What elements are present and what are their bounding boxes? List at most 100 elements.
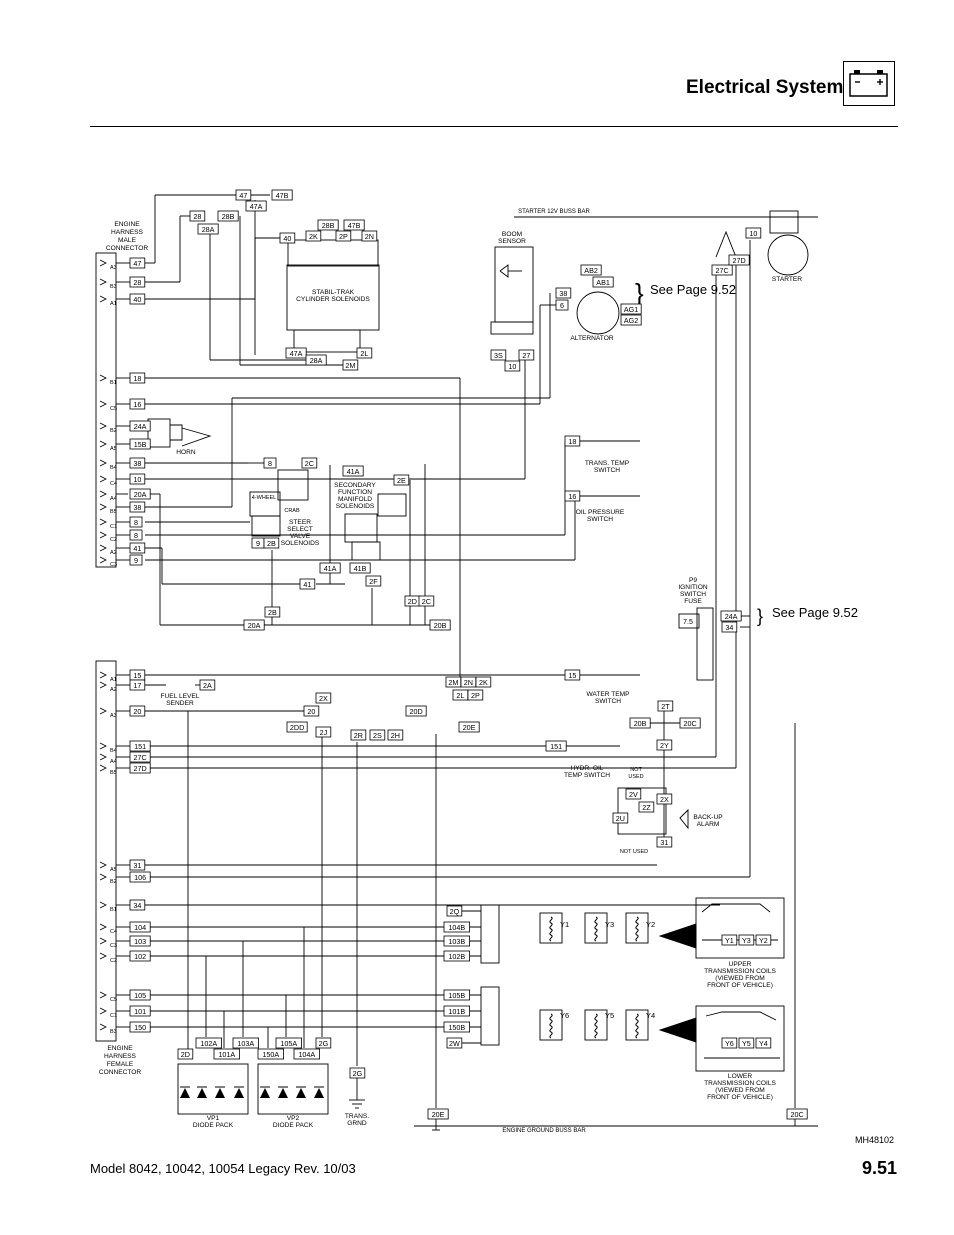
wire-tag: 2N	[460, 676, 477, 688]
male-pin-label: B1	[110, 380, 117, 386]
svg-text:Y3: Y3	[742, 936, 751, 945]
secondary-label-2: MANIFOLD	[338, 496, 372, 503]
lower-coil-pic-label: Y6	[721, 1037, 738, 1049]
wire-tag: 103B	[443, 935, 471, 947]
male-pin-marker	[99, 374, 107, 382]
wire-tag: 38	[555, 287, 572, 299]
female-wire-tag: 150	[129, 1021, 151, 1033]
svg-text:8: 8	[268, 459, 272, 468]
lower-coil-label: Y6	[560, 1011, 569, 1020]
vp1-label-1: DIODE PACK	[193, 1122, 234, 1129]
svg-text:101B: 101B	[448, 1007, 465, 1016]
male-pin-marker	[99, 556, 107, 564]
crab-label: CRAB	[284, 508, 300, 514]
svg-text:16: 16	[568, 492, 576, 501]
wire-tag: 9	[251, 537, 265, 549]
see-page-link-1[interactable]: See Page 9.52	[650, 282, 736, 297]
see-page-link-2[interactable]: See Page 9.52	[772, 605, 858, 620]
female-wire-tag: 27D	[129, 762, 151, 774]
four-wheel-label: 4-WHEEL	[252, 495, 276, 501]
wire-tag: 28A	[305, 354, 327, 366]
svg-text:2X: 2X	[319, 694, 328, 703]
male-pin-label: B2	[110, 428, 117, 434]
svg-text:9: 9	[256, 539, 260, 548]
male-wire-tag: 38	[129, 501, 146, 513]
wire-tag: AG1	[620, 303, 642, 315]
coil-winding	[635, 916, 639, 942]
svg-text:103B: 103B	[448, 937, 465, 946]
horn-label: HORN	[176, 449, 196, 456]
svg-text:2P: 2P	[471, 691, 480, 700]
svg-text:47: 47	[133, 259, 141, 268]
svg-text:15: 15	[133, 671, 141, 680]
svg-text:27D: 27D	[733, 256, 746, 265]
svg-text:20: 20	[133, 707, 141, 716]
female-pin-label: B1	[110, 907, 117, 913]
male-wire-tag: 20A	[129, 488, 151, 500]
upper-coil-pic-label: Y1	[721, 934, 738, 946]
svg-text:9: 9	[134, 556, 138, 565]
male-pin-label: A2	[110, 550, 117, 556]
lower-coil-label: Y4	[646, 1011, 655, 1020]
male-pin-label: B4	[110, 465, 117, 471]
hydr-oil-label-0: HYDR. OIL	[571, 765, 604, 772]
male-wire-tag: 24A	[129, 420, 151, 432]
female-pin-label: A1	[110, 677, 117, 683]
wire-tag: 2U	[612, 812, 629, 824]
svg-text:24A: 24A	[134, 422, 147, 431]
svg-text:20B: 20B	[434, 621, 447, 630]
male-wire-tag: 15B	[129, 438, 151, 450]
svg-text:2K: 2K	[479, 678, 488, 687]
fuel-label-1: SENDER	[166, 700, 194, 707]
male-pin-marker	[99, 459, 107, 467]
coil-winding	[635, 1013, 639, 1039]
female-pin-label: B3	[110, 1029, 117, 1035]
svg-text:2B: 2B	[268, 608, 277, 617]
svg-text:2W: 2W	[449, 1039, 460, 1048]
wire-tag: 28B	[217, 210, 239, 222]
lower-coils-label-2: (VIEWED FROM	[715, 1087, 764, 1094]
male-pin-marker	[99, 531, 107, 539]
wire-tag: 2Y	[656, 739, 673, 751]
backup-label-1: ALARM	[697, 821, 720, 828]
trans-grnd-label-0: TRANS.	[345, 1113, 369, 1120]
wire-tag: 2L	[356, 347, 373, 359]
alternator-label: ALTERNATOR	[570, 335, 613, 342]
page-title: Electrical System	[686, 77, 844, 98]
male-wire-tag: 41	[129, 542, 146, 554]
male-pin-label: C2	[110, 537, 117, 543]
female-pin-label: C3	[110, 943, 117, 949]
secondary-label-3: SOLENOIDS	[336, 503, 375, 510]
svg-text:40: 40	[283, 234, 291, 243]
wire-tag: 104B	[443, 921, 471, 933]
female-pin-label: B4	[110, 748, 117, 754]
svg-text:106: 106	[134, 873, 146, 882]
female-pin-marker	[99, 753, 107, 761]
wire-tag: 41B	[349, 562, 371, 574]
female-pin-marker	[99, 681, 107, 689]
stabil-label-0: STABIL-TRAK	[312, 289, 355, 296]
svg-text:AG2: AG2	[624, 316, 638, 325]
wire-tag: 47A	[285, 347, 307, 359]
female-wire-tag: 101	[129, 1005, 151, 1017]
svg-text:3S: 3S	[494, 351, 503, 360]
svg-text:2K: 2K	[309, 232, 318, 241]
male-pin-marker	[99, 518, 107, 526]
svg-text:2C: 2C	[422, 597, 431, 606]
svg-text:20A: 20A	[248, 621, 261, 630]
svg-text:AB2: AB2	[584, 266, 598, 275]
svg-text:20A: 20A	[134, 490, 147, 499]
wire-tag: 2J	[315, 726, 332, 738]
wire-tag: 47A	[245, 200, 267, 212]
male-pin-label: A1	[110, 301, 117, 307]
not-used-2: NOT USED	[620, 849, 648, 855]
svg-text:40: 40	[133, 295, 141, 304]
wire-tag: 2M	[445, 676, 462, 688]
coil-winding	[594, 1013, 598, 1039]
wire-tag: 2L	[452, 689, 469, 701]
wire-tag: 27	[518, 349, 535, 361]
lower-coil-label: Y5	[605, 1011, 614, 1020]
